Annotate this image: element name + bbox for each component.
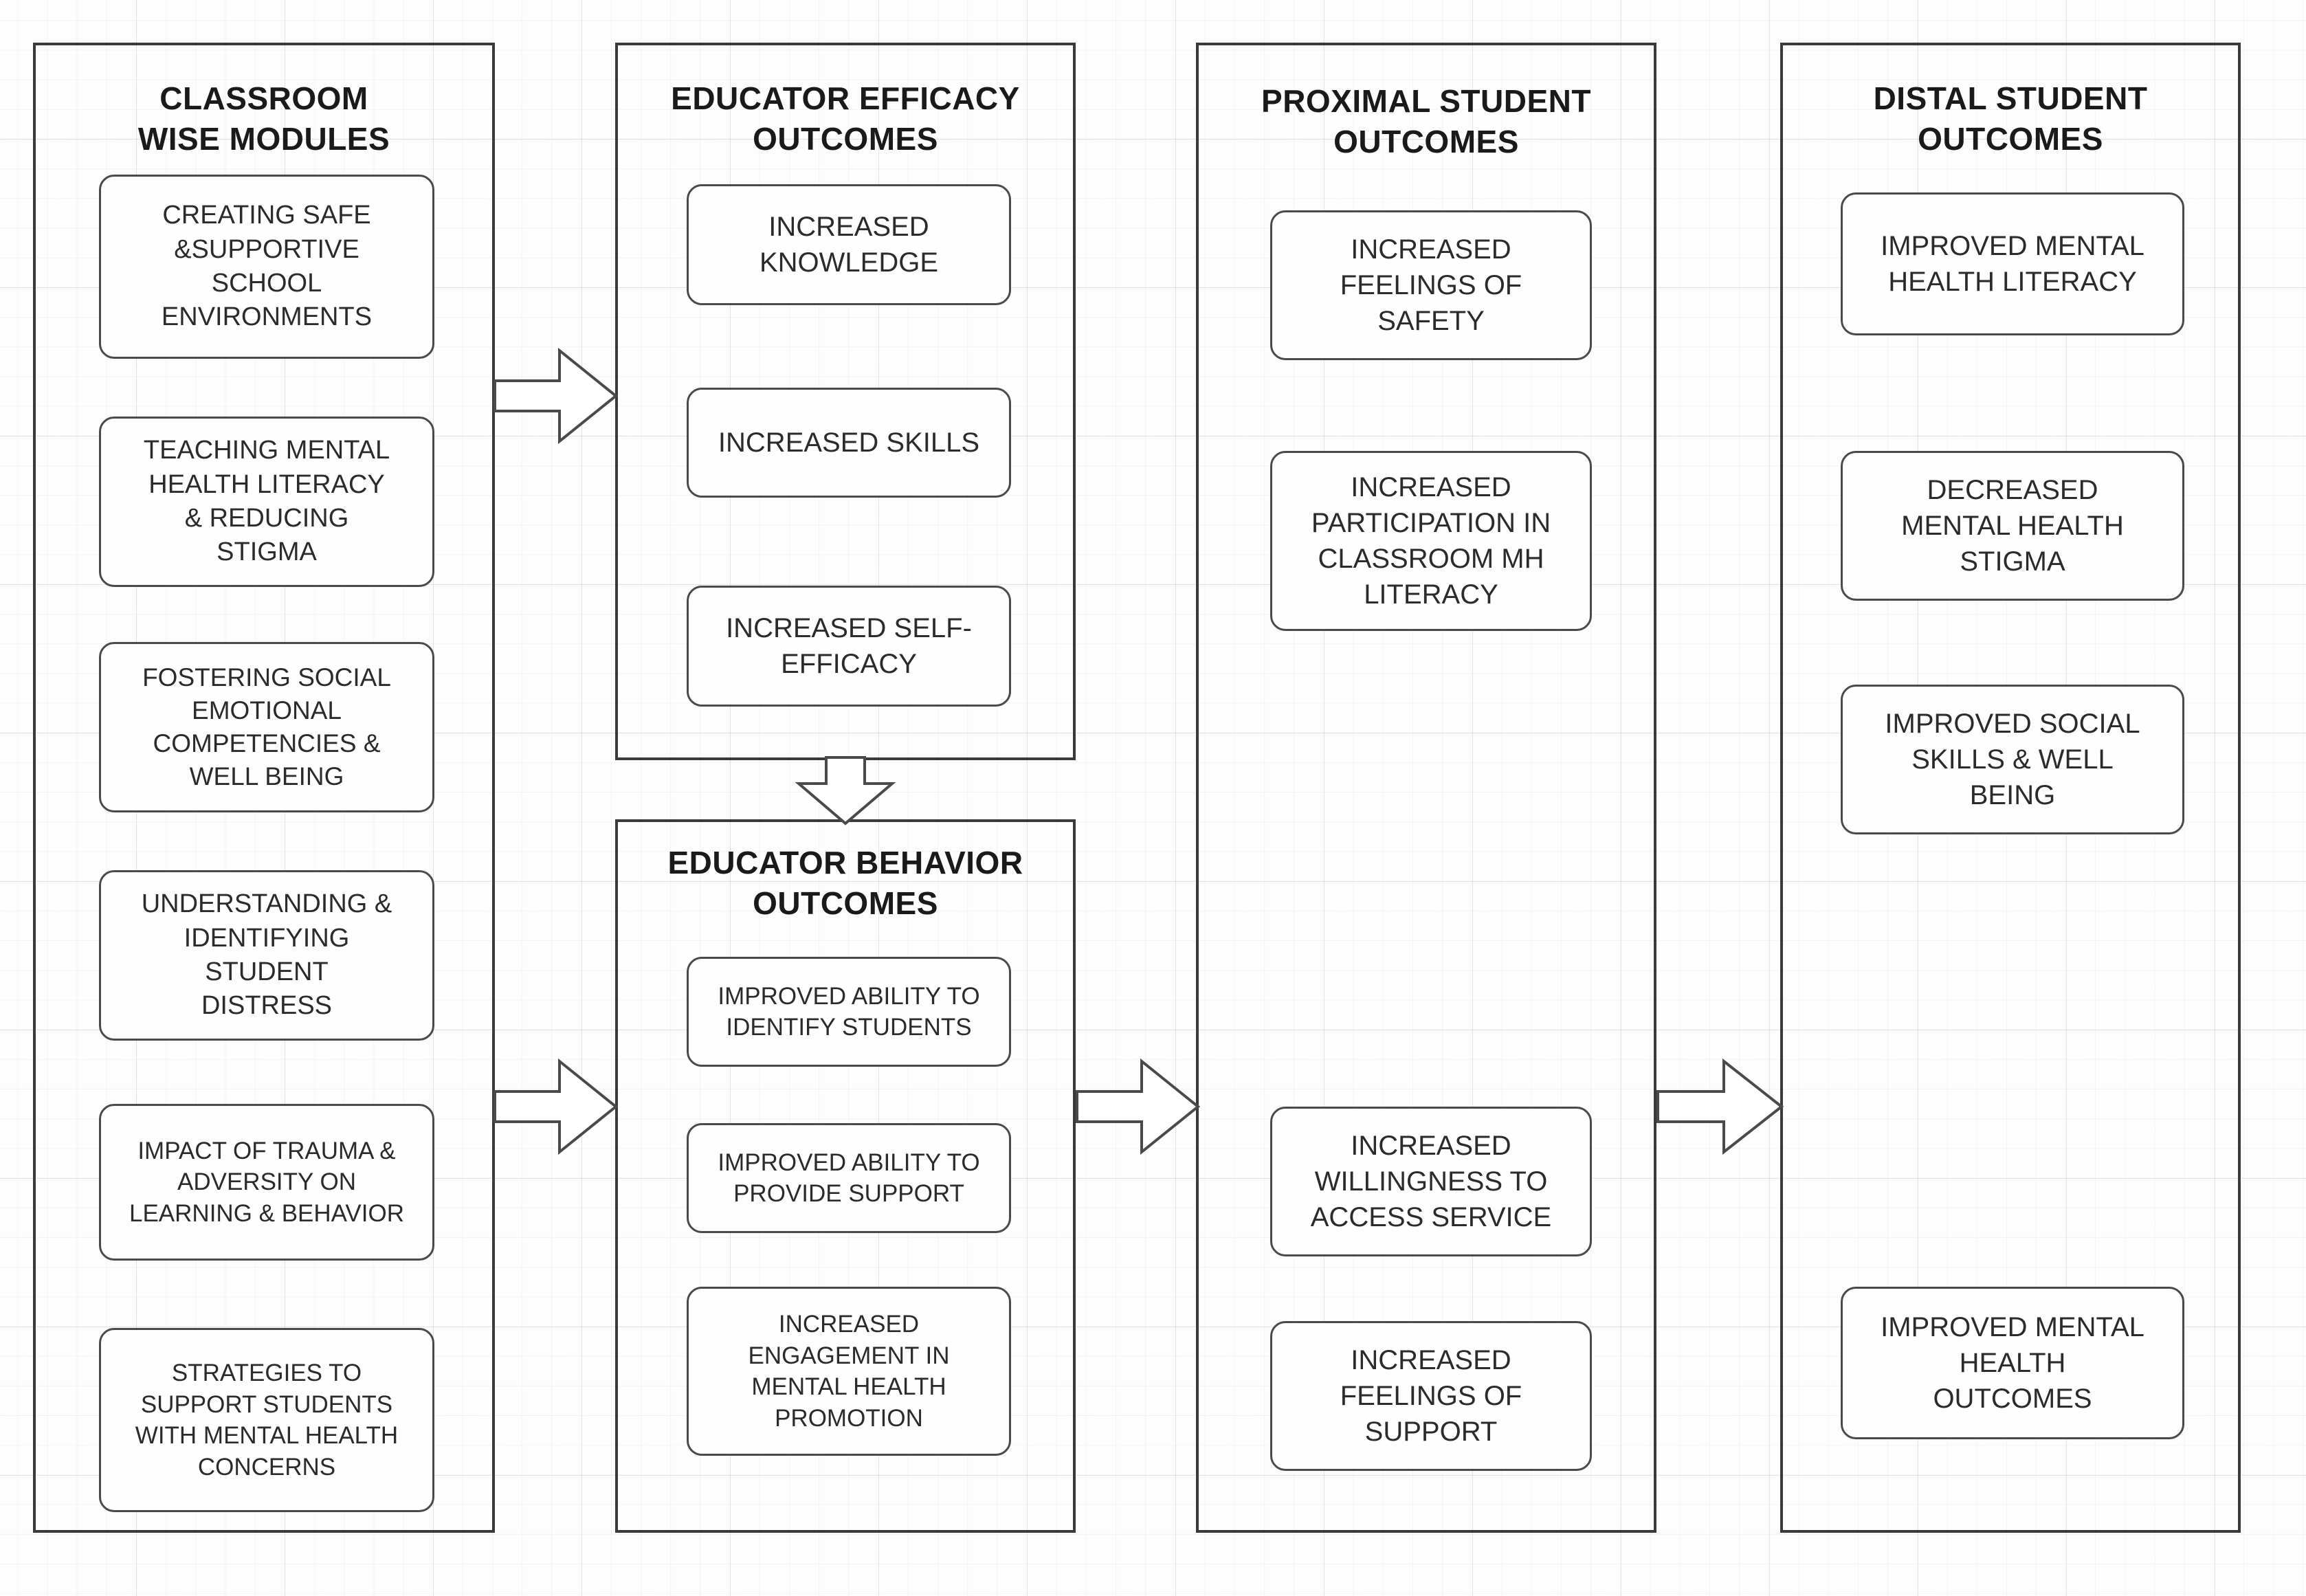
panel-distal-student-outcomes: DISTAL STUDENT OUTCOMES IMPROVED MENTAL …	[1780, 43, 2241, 1533]
node-improved-mental-health-literacy[interactable]: IMPROVED MENTAL HEALTH LITERACY	[1841, 192, 2184, 335]
node-increased-knowledge[interactable]: INCREASED KNOWLEDGE	[687, 184, 1011, 305]
node-teaching-mental-health-literacy-reducing-stigma[interactable]: TEACHING MENTAL HEALTH LITERACY & REDUCI…	[99, 417, 434, 587]
panel-title-distal-student-outcomes: DISTAL STUDENT OUTCOMES	[1873, 80, 2148, 157]
panel-proximal-student-outcomes: PROXIMAL STUDENT OUTCOMES INCREASED FEEL…	[1196, 43, 1656, 1533]
panel-title-educator-efficacy-outcomes: EDUCATOR EFFICACY OUTCOMES	[671, 80, 1020, 157]
node-fostering-social-emotional-competencies-well-being[interactable]: FOSTERING SOCIAL EMOTIONAL COMPETENCIES …	[99, 642, 434, 812]
arrow-proximal-to-distal-icon	[1656, 1052, 1784, 1162]
arrow-modules-to-behavior-icon	[494, 1052, 619, 1162]
panel-title-educator-behavior-outcomes: EDUCATOR BEHAVIOR OUTCOMES	[667, 845, 1023, 921]
arrow-efficacy-to-behavior-icon	[790, 756, 900, 825]
node-improved-mental-health-outcomes[interactable]: IMPROVED MENTAL HEALTH OUTCOMES	[1841, 1287, 2184, 1439]
node-increased-engagement-in-mental-health-promotion[interactable]: INCREASED ENGAGEMENT IN MENTAL HEALTH PR…	[687, 1287, 1011, 1456]
node-increased-skills[interactable]: INCREASED SKILLS	[687, 388, 1011, 498]
node-increased-self-efficacy[interactable]: INCREASED SELF- EFFICACY	[687, 586, 1011, 707]
node-understanding-identifying-student-distress[interactable]: UNDERSTANDING & IDENTIFYING STUDENT DIST…	[99, 870, 434, 1041]
node-improved-social-skills-well-being[interactable]: IMPROVED SOCIAL SKILLS & WELL BEING	[1841, 685, 2184, 834]
node-increased-willingness-to-access-service[interactable]: INCREASED WILLINGNESS TO ACCESS SERVICE	[1270, 1107, 1592, 1256]
arrow-behavior-to-proximal-icon	[1076, 1052, 1201, 1162]
node-strategies-to-support-students-with-mental-health-concerns[interactable]: STRATEGIES TO SUPPORT STUDENTS WITH MENT…	[99, 1328, 434, 1512]
node-creating-safe-supportive-school-environments[interactable]: CREATING SAFE &SUPPORTIVE SCHOOL ENVIRON…	[99, 175, 434, 359]
node-increased-participation-in-classroom-mh-literacy[interactable]: INCREASED PARTICIPATION IN CLASSROOM MH …	[1270, 451, 1592, 631]
arrow-modules-to-efficacy-icon	[494, 341, 619, 451]
panel-classroom-wise-modules: CLASSROOM WISE MODULES CREATING SAFE &SU…	[33, 43, 495, 1533]
node-decreased-mental-health-stigma[interactable]: DECREASED MENTAL HEALTH STIGMA	[1841, 451, 2184, 601]
node-increased-feelings-of-safety[interactable]: INCREASED FEELINGS OF SAFETY	[1270, 210, 1592, 360]
node-improved-ability-to-provide-support[interactable]: IMPROVED ABILITY TO PROVIDE SUPPORT	[687, 1123, 1011, 1233]
node-impact-of-trauma-adversity-on-learning-behavior[interactable]: IMPACT OF TRAUMA & ADVERSITY ON LEARNING…	[99, 1104, 434, 1261]
node-improved-ability-to-identify-students[interactable]: IMPROVED ABILITY TO IDENTIFY STUDENTS	[687, 957, 1011, 1067]
panel-educator-behavior-outcomes: EDUCATOR BEHAVIOR OUTCOMES IMPROVED ABIL…	[615, 819, 1076, 1533]
panel-educator-efficacy-outcomes: EDUCATOR EFFICACY OUTCOMES INCREASED KNO…	[615, 43, 1076, 760]
panel-title-proximal-student-outcomes: PROXIMAL STUDENT OUTCOMES	[1261, 83, 1591, 159]
node-increased-feelings-of-support[interactable]: INCREASED FEELINGS OF SUPPORT	[1270, 1321, 1592, 1471]
panel-title-classroom-wise-modules: CLASSROOM WISE MODULES	[137, 80, 390, 157]
